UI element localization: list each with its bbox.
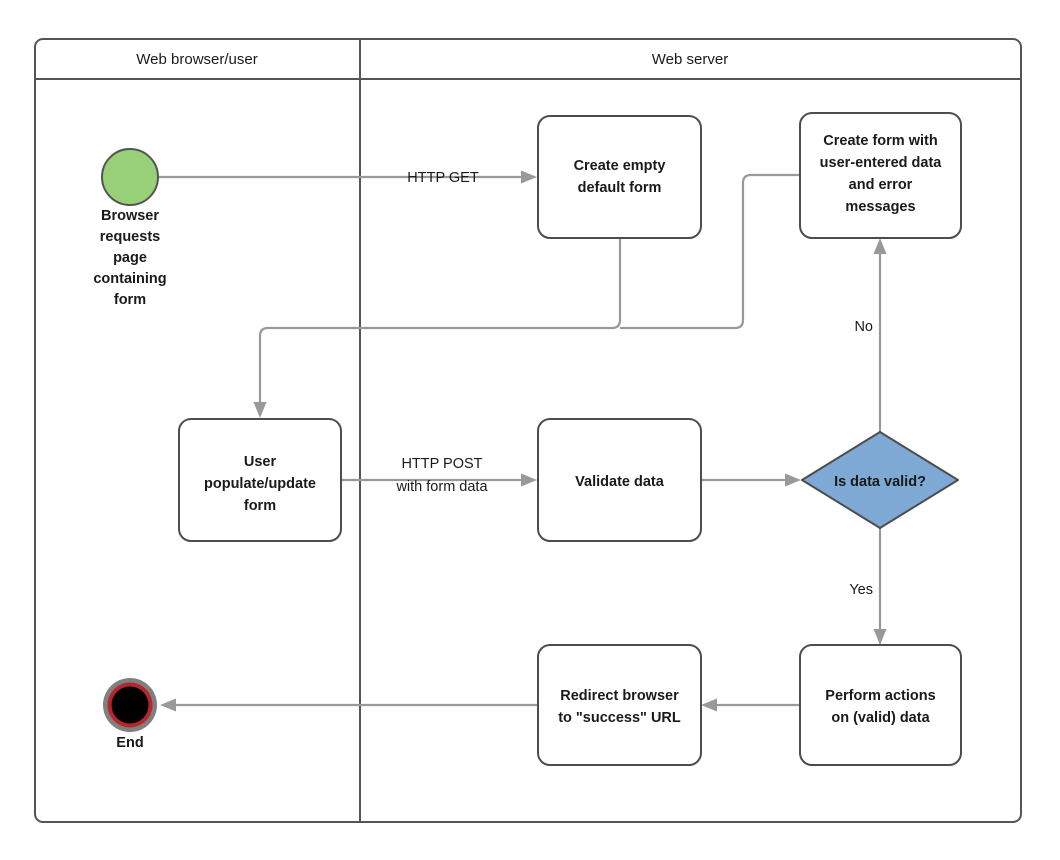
perform-label-line-1: on (valid) data [831, 710, 930, 726]
start-label-line-0: Browser [101, 208, 159, 224]
node-redirect-browser[interactable]: Redirect browser to "success" URL [537, 644, 702, 766]
create-empty-default-form-box[interactable] [537, 115, 702, 239]
user-populate-label-line-0: User [244, 454, 277, 470]
create-empty-label-line-0: Create empty [574, 158, 666, 174]
start-label-line-4: form [114, 292, 146, 308]
decision-label-line-0: Is data valid? [834, 474, 926, 490]
start-label-line-2: page [113, 250, 147, 266]
end-core [111, 686, 149, 724]
edge-perform-to-redirect [701, 698, 800, 712]
swimlane-frame [34, 38, 1022, 823]
edge-label-no: No [854, 319, 873, 335]
is-data-valid-diamond[interactable] [801, 431, 959, 529]
node-user-populate-update-form[interactable]: User populate/update form [178, 418, 342, 542]
create-error-label-line-0: Create form with [823, 133, 937, 149]
edge-label-http-post-line2: with form data [395, 479, 488, 495]
edge-label-yes: Yes [849, 582, 873, 598]
redirect-label-line-1: to "success" URL [558, 710, 681, 726]
node-perform-actions[interactable]: Perform actions on (valid) data [799, 644, 962, 766]
edge-http-post [341, 473, 537, 487]
user-populate-update-form-box[interactable] [178, 418, 342, 542]
end-label: End [116, 735, 143, 751]
edge-http-get [158, 170, 537, 184]
perform-actions-box[interactable] [799, 644, 962, 766]
lane-title-web-browser-user: Web browser/user [136, 51, 257, 68]
create-form-with-errors-box[interactable] [799, 112, 962, 239]
create-error-label-line-2: and error [849, 177, 913, 193]
redirect-label-line-0: Redirect browser [560, 688, 679, 704]
create-error-label-line-3: messages [845, 199, 915, 215]
node-end[interactable]: End [103, 678, 157, 751]
edge-no [873, 238, 887, 432]
edge-label-http-post-line1: HTTP POST [401, 456, 482, 472]
edge-validate-to-decision [701, 473, 801, 487]
edge-create-error-to-user-populate [620, 173, 800, 330]
node-create-form-with-errors[interactable]: Create form with user-entered data and e… [799, 112, 962, 239]
validate-label-line-0: Validate data [575, 474, 665, 490]
node-validate-data[interactable]: Validate data [537, 418, 702, 542]
edge-redirect-to-end [160, 698, 538, 712]
node-create-empty-default-form[interactable]: Create empty default form [537, 115, 702, 239]
edge-label-http-get: HTTP GET [407, 170, 479, 186]
swimlane-outer-border [34, 38, 1022, 823]
start-label-line-3: containing [93, 271, 166, 287]
start-label-line-1: requests [100, 229, 160, 245]
validate-data-box[interactable] [537, 418, 702, 542]
edge-create-empty-to-user-populate [253, 238, 622, 418]
perform-label-line-0: Perform actions [825, 688, 935, 704]
node-start[interactable]: Browser requests page containing form [93, 148, 167, 308]
lane-title-web-server: Web server [652, 51, 728, 68]
user-populate-label-line-2: form [244, 498, 276, 514]
node-is-data-valid-decision[interactable]: Is data valid? [801, 431, 959, 529]
user-populate-label-line-1: populate/update [204, 476, 316, 492]
redirect-browser-box[interactable] [537, 644, 702, 766]
create-error-label-line-1: user-entered data [820, 155, 943, 171]
create-empty-label-line-1: default form [578, 180, 662, 196]
start-circle[interactable] [101, 148, 159, 206]
edge-yes [873, 528, 887, 645]
